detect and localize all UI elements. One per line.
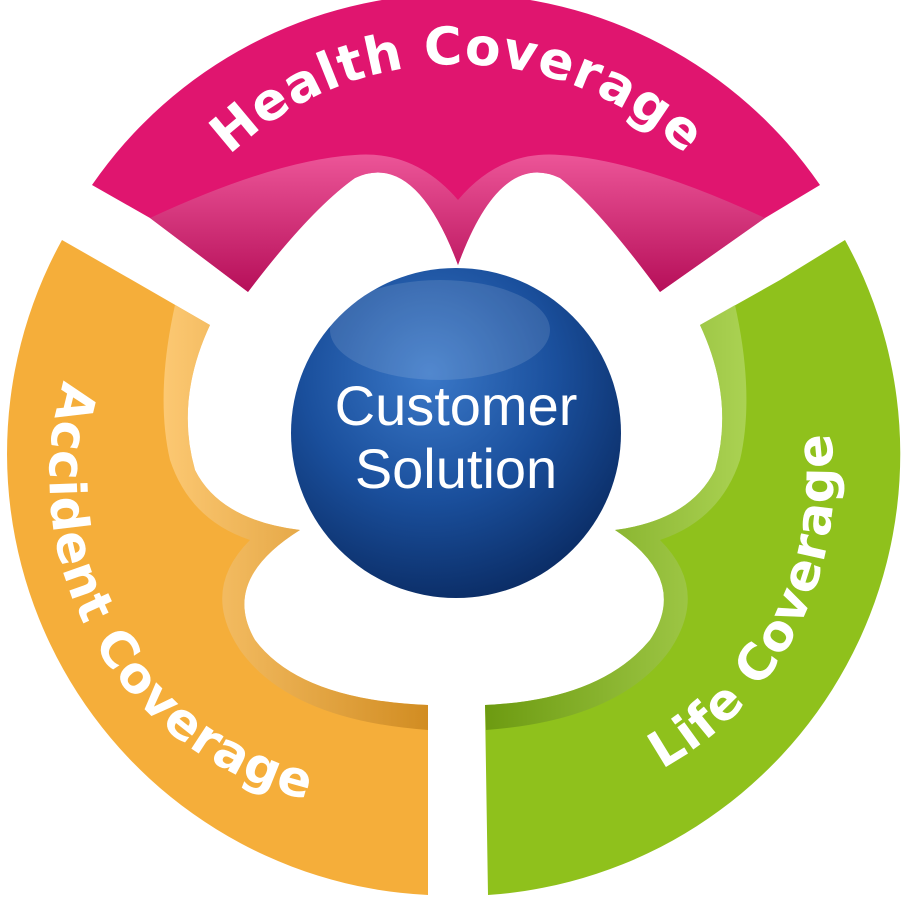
segment-accident-bevel xyxy=(163,305,429,730)
segment-health-bevel xyxy=(150,154,765,292)
segment-accident-band xyxy=(7,240,429,895)
hub-label-line1: Customer xyxy=(335,374,578,437)
segment-health: Health Coverage xyxy=(92,0,820,292)
hub-label-line2: Solution xyxy=(355,437,557,500)
hub: Customer Solution xyxy=(291,268,621,598)
segment-life-band xyxy=(485,240,901,895)
hub-highlight xyxy=(330,280,550,380)
hub-sphere xyxy=(291,268,621,598)
segment-life-bevel xyxy=(485,305,747,730)
